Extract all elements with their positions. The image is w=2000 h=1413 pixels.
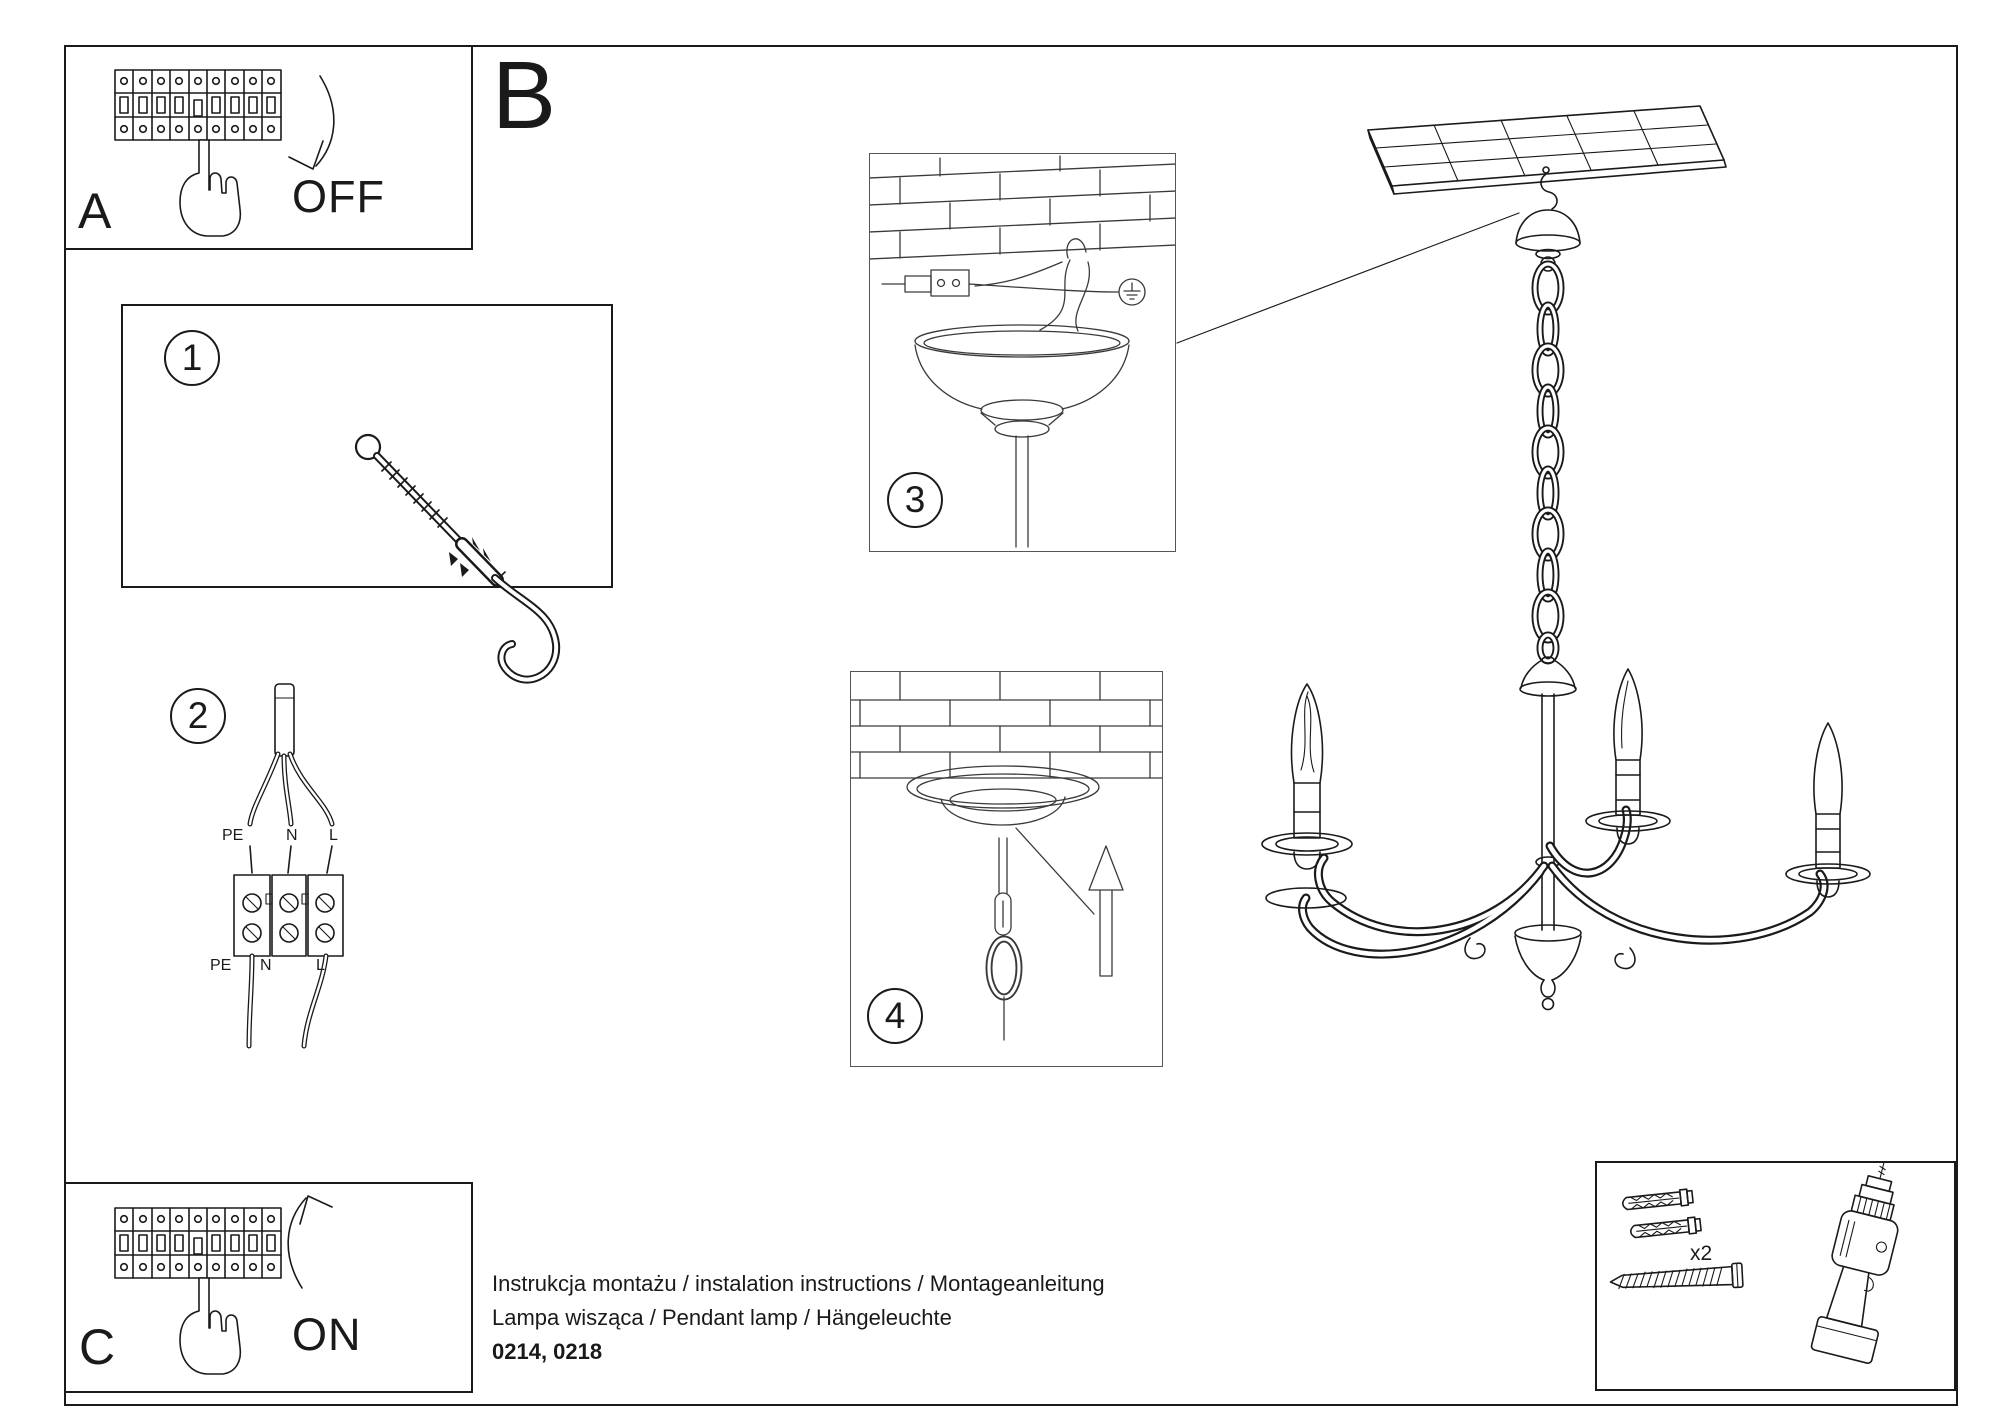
center-column (1519, 656, 1577, 931)
wire-label-n-upper: N (286, 827, 298, 844)
pointing-hand-icon (179, 139, 242, 237)
ceiling-panel-illustration (1367, 105, 1727, 195)
step-4-box (850, 671, 1163, 1067)
step-b-letter: B (492, 42, 557, 149)
screw-icon (1609, 1262, 1744, 1290)
ground-symbol-icon (1118, 278, 1146, 306)
wire-label-n-lower: N (260, 957, 272, 974)
anchor-quantity-label: x2 (1690, 1242, 1713, 1265)
drill-icon (1810, 1162, 1899, 1364)
step-a-letter: A (78, 183, 112, 239)
hardware-box (1595, 1161, 1956, 1391)
wiring-diagram-illustration (233, 683, 344, 1049)
footer-line-2: Lampa wisząca / Pendant lamp / Hängeleuc… (492, 1305, 952, 1330)
arrow-down-icon (288, 75, 335, 170)
canopy-chain-detail-illustration (851, 672, 1162, 1041)
step-c-letter: C (79, 1319, 116, 1375)
bottom-bowl (1514, 924, 1582, 1011)
step-3-badge: 3 (887, 472, 943, 528)
footer-line-1: Instrukcja montażu / instalation instruc… (492, 1271, 1105, 1296)
wire-label-pe-upper: PE (222, 827, 244, 844)
wall-plug-icon (1629, 1215, 1703, 1241)
breaker-panel-on-illustration (114, 1195, 333, 1375)
pointing-hand-icon (179, 1277, 242, 1375)
arrow-up-icon (1088, 845, 1124, 977)
rear-candle-tray (1265, 887, 1347, 909)
wire-label-l-upper: L (329, 827, 338, 844)
thread-marks (381, 461, 448, 528)
on-label: ON (292, 1309, 362, 1360)
model-numbers: 0214, 0218 (492, 1339, 603, 1364)
step-1-box (121, 304, 613, 588)
step-1-number: 1 (181, 337, 203, 378)
wire-label-l-lower: L (316, 957, 325, 974)
step-2-badge: 2 (170, 688, 226, 744)
chandelier-illustration (1261, 105, 1871, 1011)
hook-anchor-illustration (354, 433, 561, 684)
step-3-box (869, 153, 1176, 552)
wire-label-pe-lower: PE (210, 957, 232, 974)
ceiling-mount-detail-illustration (870, 155, 1175, 548)
chain (1531, 260, 1565, 665)
off-label: OFF (292, 171, 385, 222)
candle-center (1585, 668, 1671, 845)
step-3-number: 3 (904, 479, 926, 520)
hardware-illustration (1609, 1162, 1899, 1364)
page-frame (64, 45, 1958, 1406)
step-4-number: 4 (884, 995, 906, 1036)
wall-plug-icon (1621, 1187, 1695, 1213)
step-2-number: 2 (187, 695, 209, 736)
arrow-up-icon (287, 1195, 333, 1289)
detail-leader-line (1176, 212, 1520, 344)
step-c-box (64, 1182, 473, 1393)
step-a-box (64, 45, 473, 250)
candle-left (1261, 683, 1353, 870)
step-4-badge: 4 (867, 988, 923, 1044)
arms (1298, 805, 1829, 970)
step-1-badge: 1 (164, 330, 220, 386)
breaker-panel-off-illustration (114, 69, 335, 237)
terminal-block (233, 874, 344, 957)
candle-right (1785, 722, 1871, 898)
